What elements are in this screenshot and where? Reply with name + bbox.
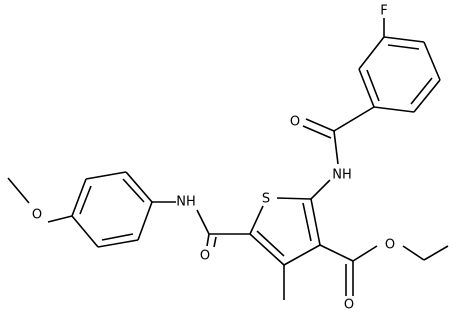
bond-ring-a-3 xyxy=(373,106,415,113)
atom-ester-oxygen-single: O xyxy=(385,238,395,253)
bond-ester-c-o xyxy=(352,245,378,262)
bond-amide-co-2 xyxy=(213,236,217,248)
bond-ring-a-6-inner xyxy=(387,44,420,50)
bond-ring-a-carbonyl xyxy=(333,106,375,132)
atom-thiophene-sulfur: S xyxy=(262,192,270,207)
bond-ring-a-6 xyxy=(383,36,425,43)
bond-ring-a-2-inner xyxy=(366,69,380,102)
bond-thio-c3-c4 xyxy=(283,244,321,266)
bond-ring-a-2 xyxy=(358,68,375,108)
bond-thio-c4-c5 xyxy=(249,233,285,266)
bond-ring-b-2 xyxy=(85,171,127,180)
bond-thio-c2-c3-inner xyxy=(302,202,312,242)
bonds xyxy=(7,18,449,300)
atom-fluorine: F xyxy=(380,4,387,19)
atom-oxygen-carbonyl-left: O xyxy=(200,249,210,264)
bond-o-ch3 xyxy=(7,177,30,204)
bond-ring-b-ome xyxy=(47,215,73,223)
bond-ring-b-1 xyxy=(125,171,153,203)
atom-oxygen-carbonyl-top: O xyxy=(290,115,300,130)
bond-ring-b-3 xyxy=(71,178,87,217)
bond-ring-a-4-inner xyxy=(410,77,433,105)
bond-n-thiophene xyxy=(310,179,331,200)
bond-ring-b-6 xyxy=(137,201,153,241)
bond-amide-co xyxy=(206,233,210,247)
atom-labels: F O NH S NH O O O O xyxy=(32,4,395,313)
bond-co-top-2 xyxy=(302,125,332,139)
bond-ester-o-ch2 xyxy=(402,245,425,261)
bond-co-top xyxy=(305,118,335,132)
bond-ring-a-4 xyxy=(413,79,441,113)
bond-ring-b-5-inner xyxy=(101,233,134,241)
bond-ring-a-1 xyxy=(358,36,385,70)
atom-methoxy-oxygen: O xyxy=(32,208,42,223)
bond-ring-a-5 xyxy=(423,41,441,81)
atom-amide-nitrogen-left: NH xyxy=(176,195,196,210)
atom-amide-nitrogen-top: NH xyxy=(332,168,352,183)
atom-ester-oxygen-double: O xyxy=(344,298,354,313)
bond-ring-b-1-inner xyxy=(122,178,145,203)
bond-amide-cn xyxy=(196,209,210,235)
bond-ring-b-3-inner xyxy=(79,185,92,215)
bond-thio-c5-s xyxy=(249,205,264,235)
bond-cn-top xyxy=(333,130,339,165)
bond-ester-ch2-ch3 xyxy=(423,245,449,261)
bond-ring-b-4 xyxy=(71,215,99,248)
bond-thio-s-c2 xyxy=(276,197,312,200)
bond-thio-c2-c3 xyxy=(310,198,321,246)
bond-c3-ester xyxy=(319,244,354,262)
bond-ring-b-5 xyxy=(97,239,139,248)
bond-thio-c4-c5-inner xyxy=(256,230,285,257)
